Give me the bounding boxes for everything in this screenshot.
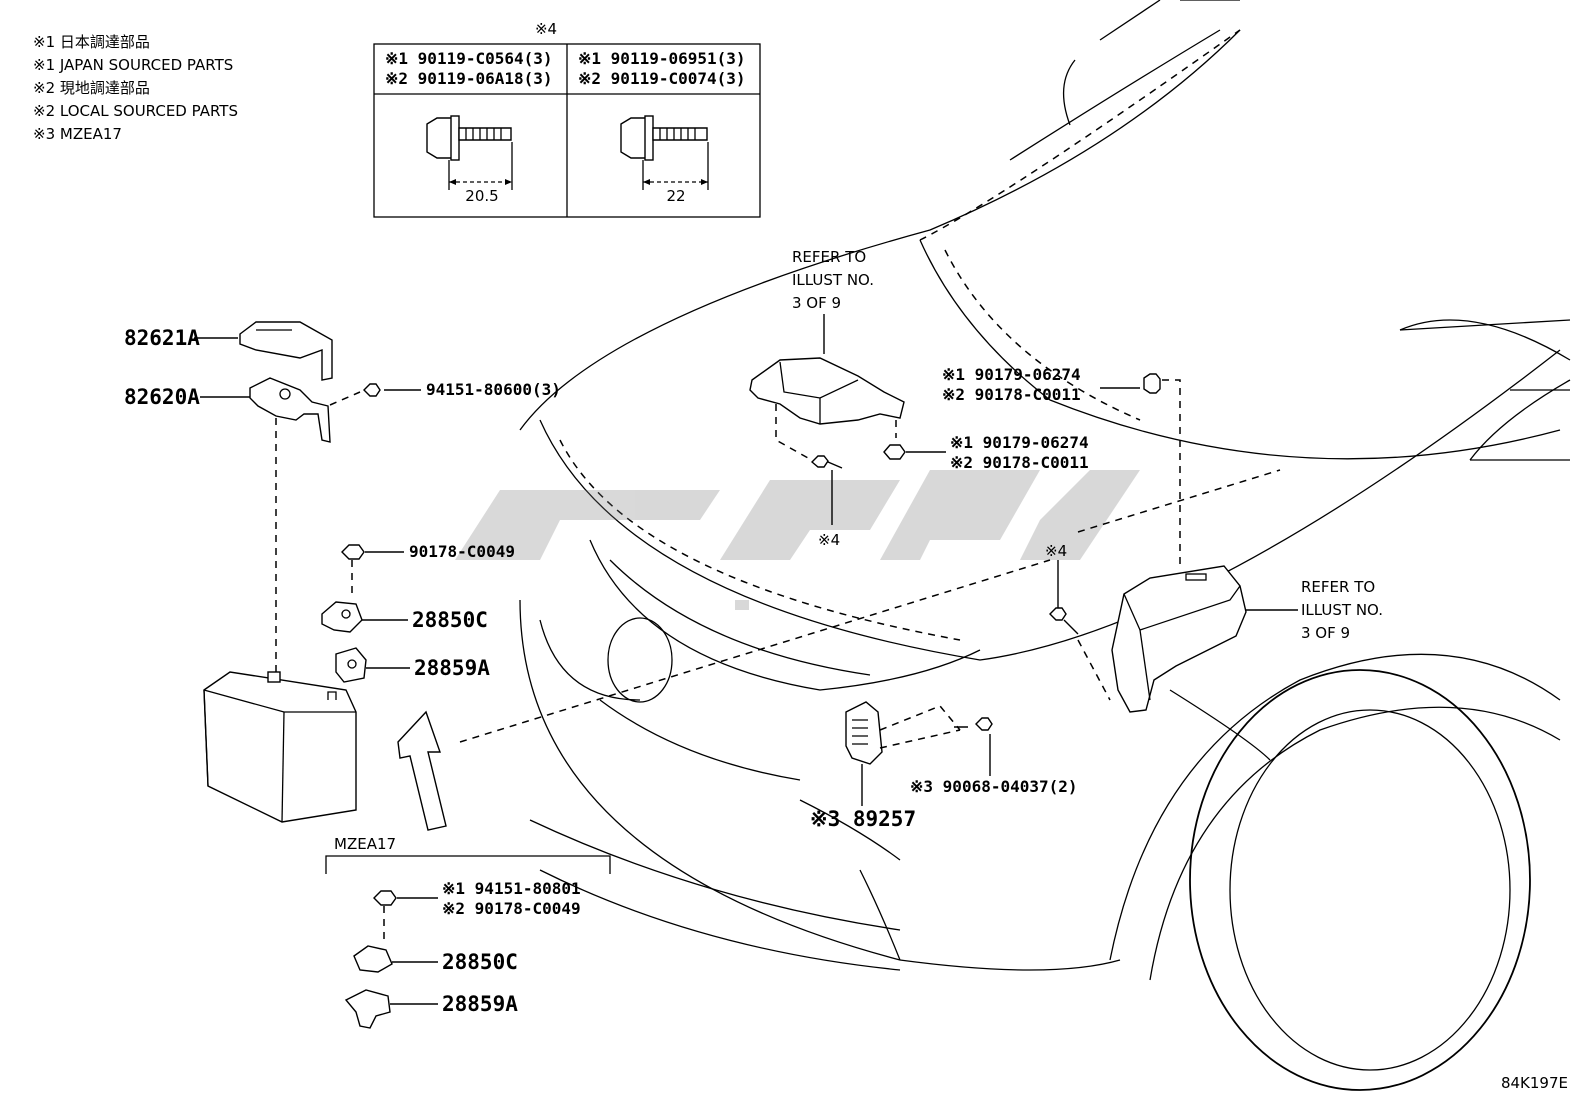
grommet-icon [1143, 373, 1161, 394]
label-28850C[interactable]: 28850C [412, 608, 488, 632]
bolt-icon [810, 455, 843, 469]
mark4-right: ※4 [1045, 542, 1067, 560]
bolt-left-dimension: 20.5 [465, 187, 498, 205]
refer-right-note: REFER TO ILLUST NO. 3 OF 9 [1301, 578, 1383, 642]
mzea17-28850C[interactable]: 28850C [442, 950, 518, 974]
nut-icon [341, 544, 365, 560]
battery-cover-82621A [239, 321, 333, 381]
note-1-jp: ※1 日本調達部品 [33, 33, 150, 51]
label-28859A[interactable]: 28859A [414, 656, 490, 680]
battery-sensor-icon [353, 945, 393, 973]
watermark-logo [455, 470, 1140, 610]
bolt-left-line2: ※2 90119-06A18(3) [385, 69, 553, 88]
terminal-icon [344, 989, 391, 1029]
bolt-left-line1: ※1 90119-C0564(3) [385, 49, 553, 68]
label-90179-lower-2[interactable]: ※2 90178-C0011 [950, 453, 1089, 472]
label-90179-upper-2[interactable]: ※2 90178-C0011 [942, 385, 1081, 404]
refer-top-line2[interactable]: ILLUST NO. [792, 271, 874, 289]
label-82621A[interactable]: 82621A [124, 326, 200, 350]
bolt-right-dimension: 22 [666, 187, 685, 205]
label-90178-C0049[interactable]: 90178-C0049 [409, 542, 515, 561]
mzea17-line2[interactable]: ※2 90178-C0049 [442, 899, 581, 918]
bolt-icon [1049, 607, 1079, 635]
mzea17-28859A[interactable]: 28859A [442, 992, 518, 1016]
refer-right-line3[interactable]: 3 OF 9 [1301, 624, 1350, 642]
note-1-en: ※1 JAPAN SOURCED PARTS [33, 56, 233, 74]
mzea17-line1[interactable]: ※1 94151-80801 [442, 879, 581, 898]
nut-icon [883, 444, 906, 460]
refer-right-line1[interactable]: REFER TO [1301, 578, 1375, 596]
refer-right-line2[interactable]: ILLUST NO. [1301, 601, 1383, 619]
fuse-box [1111, 565, 1247, 713]
label-94151-80600[interactable]: 94151-80600(3) [426, 380, 561, 399]
note-3: ※3 MZEA17 [33, 125, 122, 143]
bolt-right-line2: ※2 90119-C0074(3) [578, 69, 746, 88]
bolt-right-line1: ※1 90119-06951(3) [578, 49, 746, 68]
mark4-center: ※4 [818, 531, 840, 549]
label-89257[interactable]: ※3 89257 [810, 807, 916, 831]
notes-legend: ※1 日本調達部品 ※1 JAPAN SOURCED PARTS ※2 現地調達… [33, 33, 238, 143]
refer-top-line3[interactable]: 3 OF 9 [792, 294, 841, 312]
mzea17-inset: MZEA17 ※1 94151-80801 ※2 90178-C0049 288… [325, 835, 611, 1029]
label-90068[interactable]: ※3 90068-04037(2) [910, 777, 1078, 796]
label-90179-lower-1[interactable]: ※1 90179-06274 [950, 433, 1089, 452]
ecu-module [749, 357, 905, 425]
note-2-jp: ※2 現地調達部品 [33, 79, 150, 97]
battery-sensor-28850C [321, 601, 363, 633]
bolt-table-title: ※4 [535, 20, 557, 38]
vehicle-outline [519, 0, 1571, 1091]
refer-top-note: REFER TO ILLUST NO. 3 OF 9 [792, 248, 874, 312]
refer-top-line1[interactable]: REFER TO [792, 248, 866, 266]
flange-bolt-icon [620, 115, 709, 190]
flange-bolt-icon [426, 115, 513, 190]
control-module-89257 [845, 701, 883, 765]
bolt-table: ※4 ※1 90119-C0564(3) ※2 90119-06A18(3) ※… [373, 20, 761, 218]
battery-icon [203, 671, 357, 823]
nut-icon [373, 890, 397, 906]
label-90179-upper-1[interactable]: ※1 90179-06274 [942, 365, 1081, 384]
nut-icon [363, 383, 381, 397]
arrow-up-icon [397, 710, 447, 831]
battery-clamp-82620A [249, 377, 331, 443]
mzea17-title: MZEA17 [334, 835, 396, 853]
terminal-28859A [335, 647, 367, 683]
note-2-en: ※2 LOCAL SOURCED PARTS [33, 102, 238, 120]
bolt-icon [954, 717, 993, 731]
label-82620A[interactable]: 82620A [124, 385, 200, 409]
figure-code: 84K197E [1501, 1074, 1568, 1092]
